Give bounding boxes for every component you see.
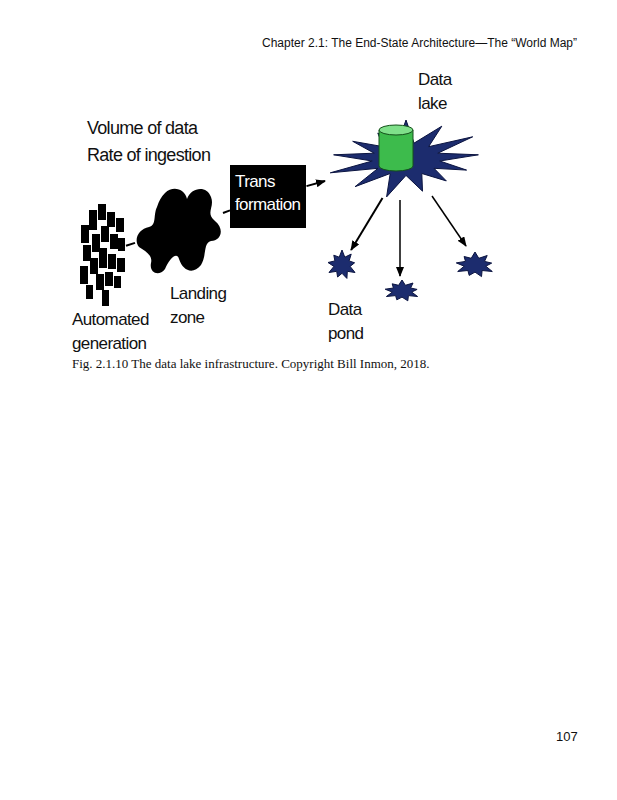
- data-lake-star: Data lake: [325, 120, 487, 198]
- box-text: Trans formation: [235, 171, 300, 217]
- connector: [351, 198, 382, 250]
- connector: [223, 210, 230, 213]
- transformation-box: Trans formation: [230, 165, 306, 228]
- data-pond-star: [456, 252, 492, 277]
- data-pond-star: Data pond: [328, 250, 356, 280]
- pond-arrow: [399, 200, 401, 276]
- landing-zone-blob-outline: [135, 185, 223, 273]
- connector: [307, 181, 326, 186]
- data-pond-star-outline: [328, 250, 356, 280]
- node-label: Data lake: [418, 68, 468, 116]
- figure-caption: Fig. 2.1.10 The data lake infrastructure…: [72, 356, 592, 372]
- page-number: 107: [556, 729, 578, 744]
- annotation: Rate of ingestion: [87, 145, 210, 166]
- running-header: Chapter 2.1: The End-State Architecture—…: [262, 36, 577, 50]
- source-cluster-outline: [80, 200, 126, 306]
- pond-arrow: [432, 196, 466, 246]
- node-label: Landing zone: [170, 282, 232, 330]
- data-pond-star: [385, 280, 417, 301]
- landing-zone-blob: Landing zone: [135, 185, 223, 273]
- node-label: Automated generation: [72, 308, 154, 356]
- source-cluster: Automated generation: [80, 200, 126, 306]
- connector: [126, 243, 135, 246]
- annotation: Volume of data: [87, 118, 197, 139]
- data-lake-star-outline: [325, 120, 487, 198]
- node-label: Data pond: [328, 298, 378, 346]
